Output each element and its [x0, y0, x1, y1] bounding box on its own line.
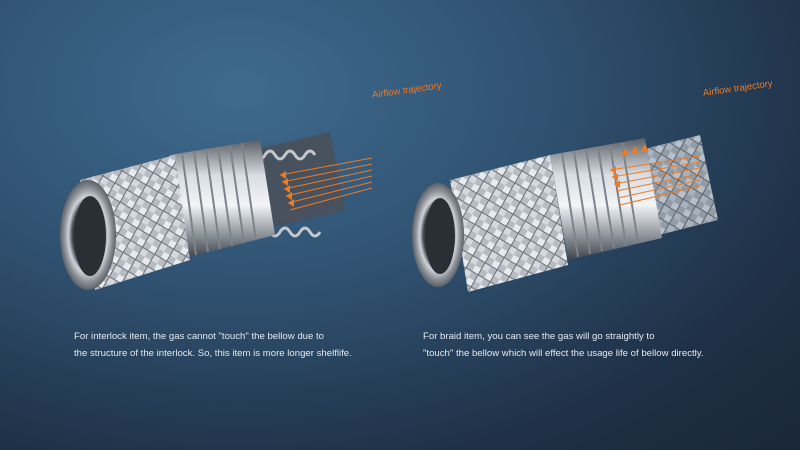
braid-section [450, 155, 568, 292]
bellow-ridges [181, 142, 257, 256]
interlock-panel: Airflow trajectory For interlock item, t… [60, 80, 442, 362]
braid-caption-line-1: For braid item, you can see the gas will… [423, 331, 655, 342]
interlock-caption: For interlock item, the gas cannot "touc… [74, 328, 352, 362]
airflow-lines [279, 157, 373, 211]
interlock-caption-line-2: the structure of the interlock. So, this… [74, 348, 352, 359]
braid-hose-illustration [412, 135, 718, 292]
end-cap-inner [74, 196, 106, 276]
airflow-lines [609, 155, 701, 206]
end-cap-inner [425, 198, 455, 274]
braid-caption-line-2: "touch" the bellow which will effect the… [423, 348, 704, 359]
airflow-arrows [280, 171, 294, 207]
bellow-ridges [561, 142, 639, 258]
airflow-arrows [610, 144, 649, 188]
interlock-hose-illustration [60, 132, 373, 290]
braid-caption: For braid item, you can see the gas will… [423, 328, 704, 362]
braid-panel: Airflow trajectory For braid item, you c… [400, 0, 800, 450]
interlock-caption-line-1: For interlock item, the gas cannot "touc… [74, 331, 324, 342]
